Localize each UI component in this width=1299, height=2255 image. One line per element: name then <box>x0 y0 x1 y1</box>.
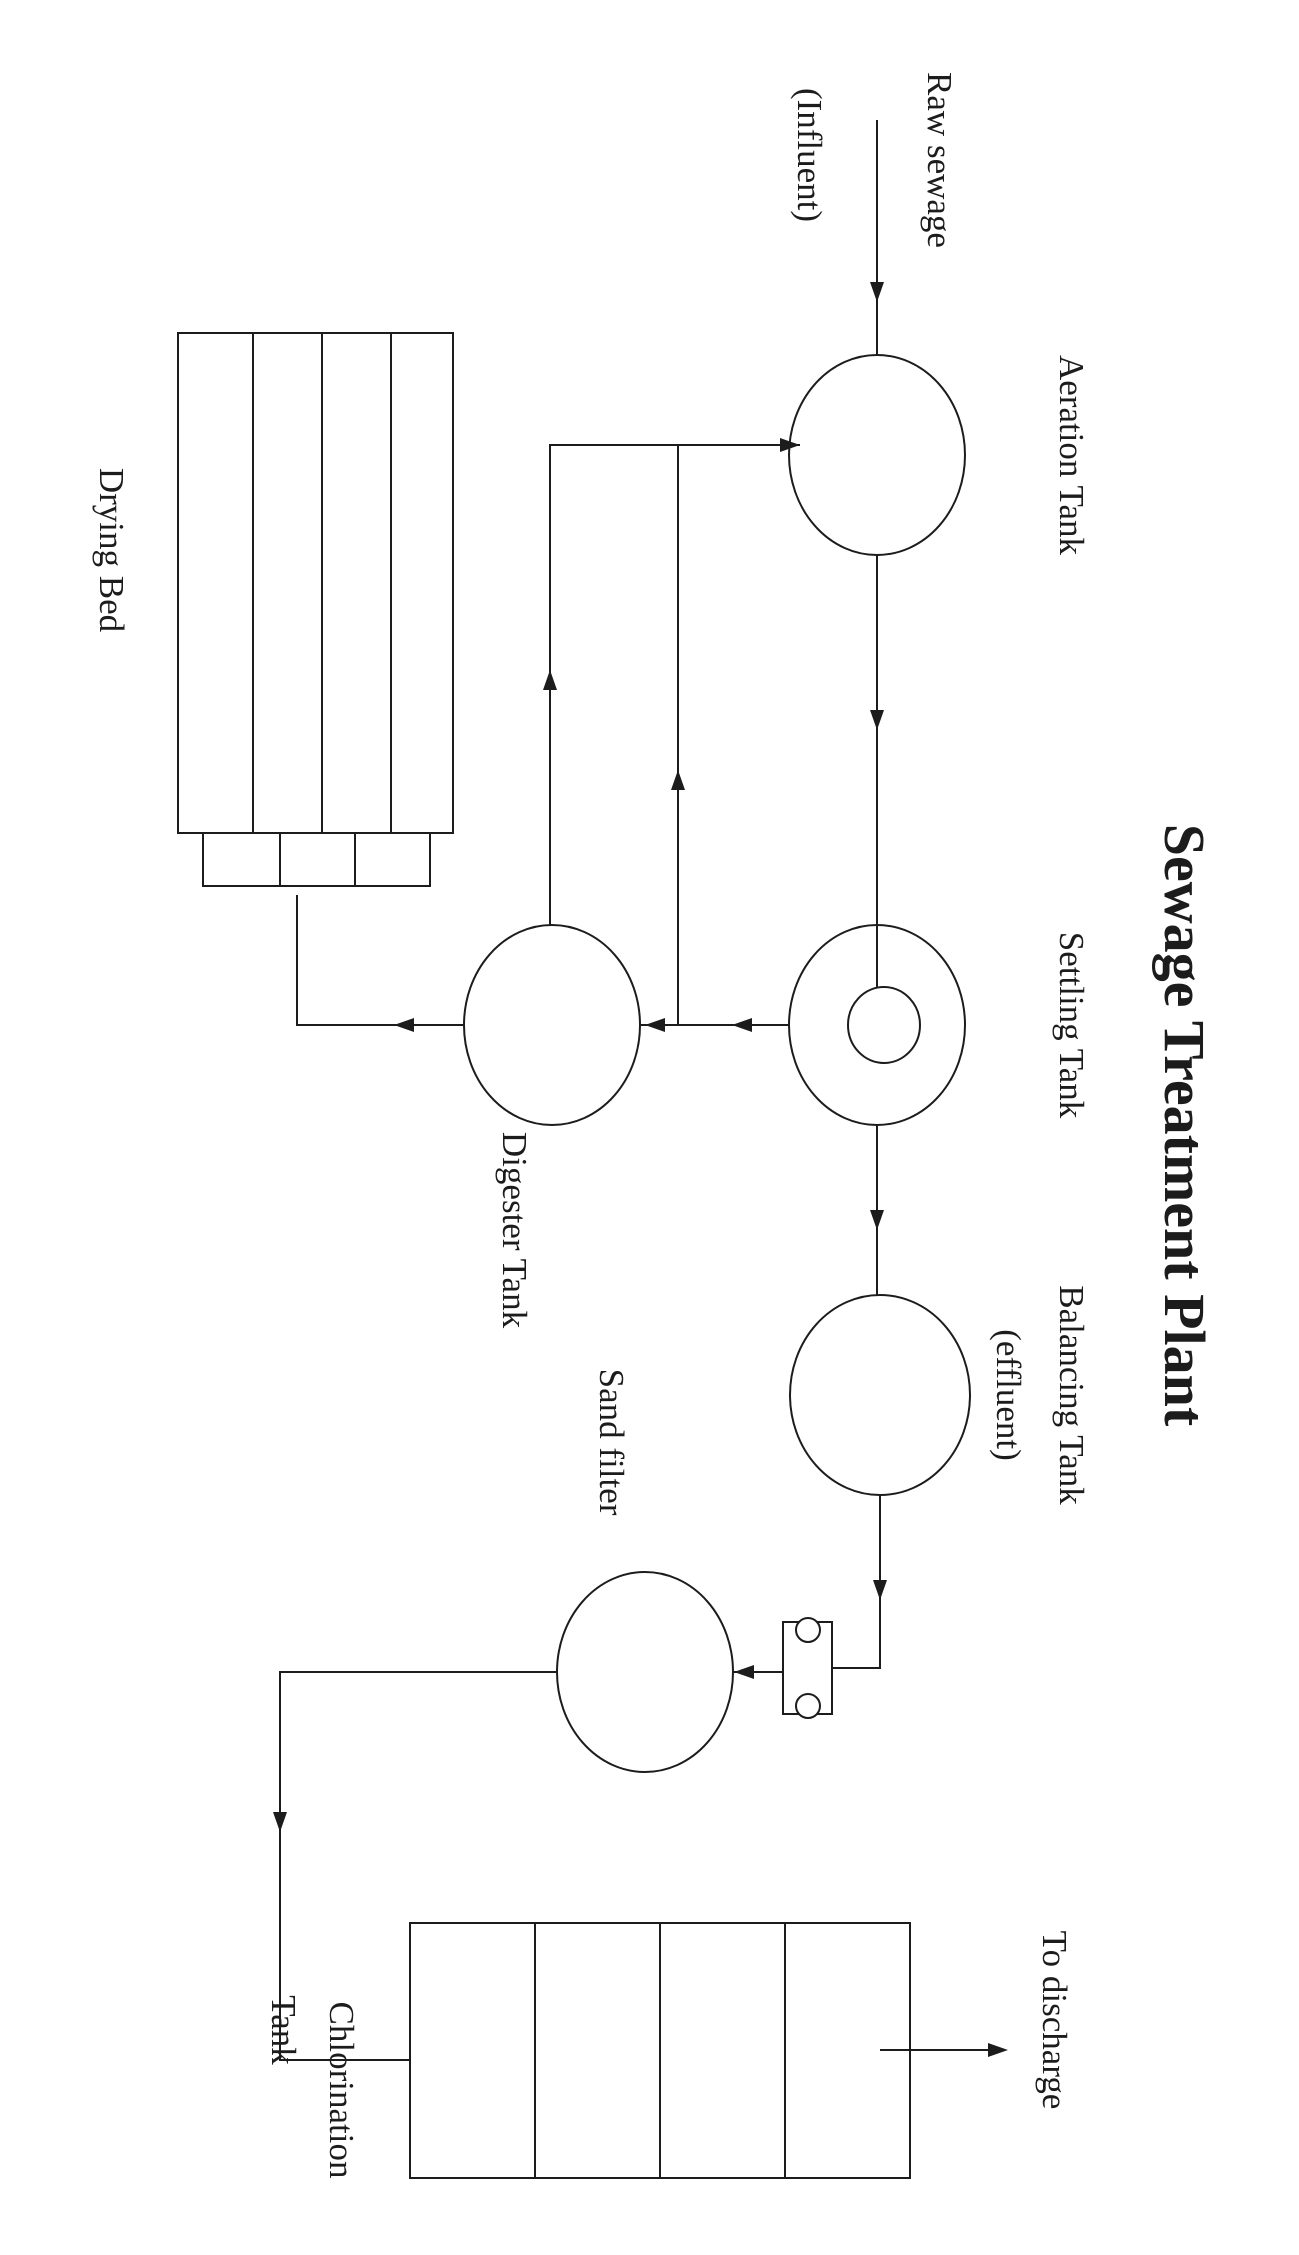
return-sludge-arrowhead <box>671 770 685 790</box>
supernatant-arrowhead <box>543 670 557 690</box>
digester-to-drying-bed-arrowhead <box>394 1018 414 1032</box>
settling-tank-inner-circle <box>847 986 921 1064</box>
balancing-tank: Balancing Tank (effluent) <box>789 1285 1091 1505</box>
aeration-tank-label: Aeration Tank <box>1052 355 1091 556</box>
sand-filter-label: Sand filter <box>592 1369 631 1516</box>
pump-to-sand-filter-arrowhead <box>734 1665 754 1679</box>
influent-label: (Influent) <box>790 88 829 222</box>
sand-filter-to-chlorination-pipe <box>279 1671 557 2061</box>
sludge-arrowhead-1 <box>732 1018 752 1032</box>
digester-to-drying-bed-pipe <box>296 895 464 1026</box>
drying-bed-label: Drying Bed <box>92 468 131 633</box>
chlorination-tank: Chlorination Tank <box>264 1922 911 2179</box>
sand-filter-to-chlorination-arrowhead <box>273 1812 287 1832</box>
sand-filter-circle <box>556 1571 734 1773</box>
aeration-tank-circle <box>788 354 966 556</box>
balancing-tank-label: Balancing Tank <box>1052 1285 1091 1505</box>
influent-arrowhead <box>870 282 884 302</box>
raw-sewage-label: Raw sewage <box>920 72 959 248</box>
digester-tank-circle <box>463 924 641 1126</box>
raw-sewage-input: Raw sewage (Influent) <box>790 72 959 356</box>
pump-rotor-top <box>795 1617 821 1643</box>
balancing-to-pump-pipe <box>832 1495 881 1669</box>
drying-bed-manifold <box>202 833 431 887</box>
to-discharge-label: To discharge <box>1035 1931 1074 2110</box>
pump <box>782 1617 833 1719</box>
drying-bed: Drying Bed <box>92 332 454 887</box>
pump-rotor-bottom <box>795 1693 821 1719</box>
balancing-outlet-arrowhead <box>873 1580 887 1600</box>
settling-to-balancing-arrowhead <box>870 1210 884 1230</box>
chlorination-label: Chlorination <box>322 2002 361 2179</box>
chlorination-tank-label: Tank <box>264 1995 303 2065</box>
digester-tank-label: Digester Tank <box>495 1132 534 1329</box>
aeration-inlet-arrowhead <box>780 438 800 452</box>
sand-filter: Sand filter <box>556 1369 734 1773</box>
settling-tank-label: Settling Tank <box>1052 932 1091 1119</box>
discharge-arrowhead <box>988 2043 1008 2057</box>
balancing-tank-circle <box>789 1294 971 1496</box>
digester-supernatant-return <box>549 444 800 925</box>
aeration-tank: Aeration Tank <box>788 354 1091 556</box>
sludge-arrowhead-2 <box>645 1018 665 1032</box>
settling-tank: Settling Tank <box>788 924 1091 1126</box>
effluent-label: (effluent) <box>989 1329 1028 1461</box>
aeration-to-settling-arrowhead <box>870 710 884 730</box>
digester-tank: Digester Tank <box>463 924 641 1329</box>
diagram-title: Sewage Treatment Plant <box>1152 824 1217 1427</box>
drying-bed-body <box>177 332 454 834</box>
